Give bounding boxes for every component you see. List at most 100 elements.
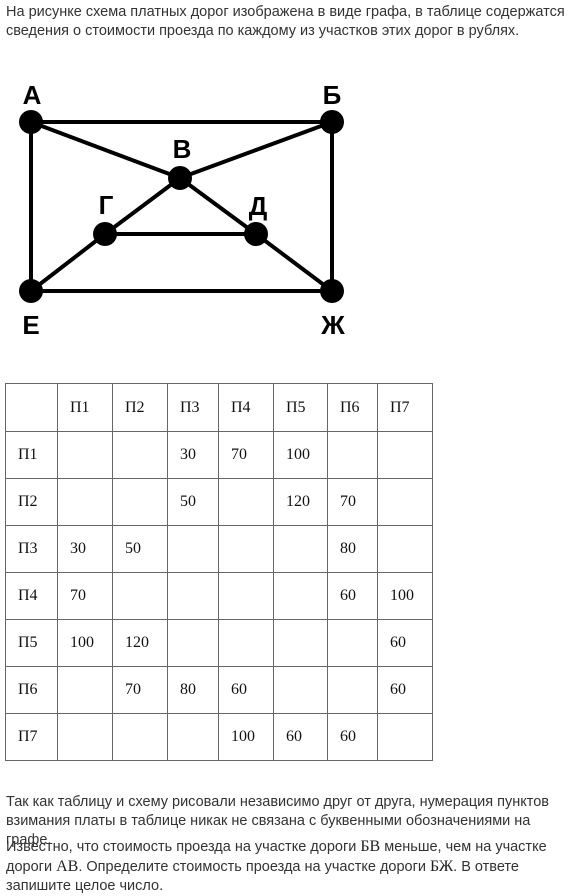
row-header: П5 (5, 619, 58, 667)
cost-cell (218, 478, 274, 526)
row-header: П1 (5, 431, 58, 479)
vertex-G (93, 222, 117, 246)
cost-cell (218, 619, 274, 667)
cost-cell: 100 (57, 619, 113, 667)
vertex-D (244, 222, 268, 246)
row-header: П6 (5, 666, 58, 714)
cost-cell (218, 525, 274, 573)
row-header: П2 (5, 478, 58, 526)
column-header: П1 (57, 383, 113, 432)
cost-cell: 30 (167, 431, 219, 479)
vertex-label-ZH: Ж (320, 310, 345, 340)
cost-cell (327, 431, 378, 479)
column-header: П4 (218, 383, 274, 432)
cost-cell: 120 (112, 619, 168, 667)
road-label-av: АВ (56, 858, 79, 875)
vertex-label-E: Е (22, 310, 39, 340)
cost-cell (273, 572, 328, 620)
road-label-bzh: БЖ (430, 858, 454, 875)
intro-text: На рисунке схема платных дорог изображен… (6, 4, 565, 39)
cost-cell: 100 (377, 572, 433, 620)
question-text: Известно, что стоимость проезда на участ… (6, 837, 566, 896)
cost-cell: 60 (377, 619, 433, 667)
cost-cell: 60 (377, 666, 433, 714)
cost-cell: 70 (112, 666, 168, 714)
edge-D-ZH (254, 232, 334, 293)
cost-cell: 60 (327, 572, 378, 620)
road-label-bv: БВ (360, 838, 381, 855)
edge-B-V (178, 120, 334, 180)
vertex-label-G: Г (99, 190, 114, 220)
cost-cell: 60 (327, 713, 378, 761)
column-header: П6 (327, 383, 378, 432)
cost-cell (167, 572, 219, 620)
question-part-2: меньше, чем на участке дороги (6, 839, 547, 875)
column-header: П3 (167, 383, 219, 432)
cost-cell (112, 478, 168, 526)
vertex-label-D: Д (249, 191, 268, 221)
vertex-B (320, 110, 344, 134)
cost-cell: 60 (273, 713, 328, 761)
cost-cell (327, 619, 378, 667)
table-corner-cell (5, 383, 58, 432)
cost-cell (377, 478, 433, 526)
vertex-A (19, 110, 43, 134)
edge-V-G (103, 176, 182, 236)
cost-cell (112, 713, 168, 761)
question-part-1: Известно, что стоимость проезда на участ… (6, 839, 361, 855)
cost-cell (167, 713, 219, 761)
cost-cell: 50 (112, 525, 168, 573)
vertex-E (19, 279, 43, 303)
vertex-label-B: Б (323, 80, 342, 110)
cost-cell: 70 (57, 572, 113, 620)
row-header: П4 (5, 572, 58, 620)
cost-cell: 70 (327, 478, 378, 526)
vertex-label-A: А (23, 80, 42, 110)
numbering-note: Так как таблицу и схему рисовали независ… (6, 794, 549, 848)
edge-G-E (29, 232, 107, 293)
cost-cell: 80 (327, 525, 378, 573)
road-graph: А Б В Г Д Е Ж (19, 80, 345, 340)
cost-cell (57, 431, 113, 479)
vertex-label-V: В (173, 134, 192, 164)
cost-cell (57, 666, 113, 714)
cost-cell: 70 (218, 431, 274, 479)
cost-cell (377, 431, 433, 479)
cost-cell: 80 (167, 666, 219, 714)
cost-cell (377, 525, 433, 573)
column-header: П5 (273, 383, 328, 432)
question-part-4: . В ответе запишите целое число. (6, 859, 519, 894)
cost-cell: 30 (57, 525, 113, 573)
edge-V-D (178, 176, 258, 236)
cost-cell (273, 619, 328, 667)
cost-cell (167, 525, 219, 573)
column-header: П2 (112, 383, 168, 432)
question-part-3: . Определите стоимость проезда на участк… (78, 859, 431, 875)
cost-cell: 100 (273, 431, 328, 479)
cost-cell (57, 478, 113, 526)
vertex-ZH (320, 279, 344, 303)
cost-cell (273, 525, 328, 573)
column-header: П7 (377, 383, 433, 432)
cost-cell (273, 666, 328, 714)
cost-cell (112, 431, 168, 479)
row-header: П7 (5, 713, 58, 761)
row-header: П3 (5, 525, 58, 573)
cost-cell (218, 572, 274, 620)
cost-cell (112, 572, 168, 620)
cost-cell: 50 (167, 478, 219, 526)
cost-cell: 120 (273, 478, 328, 526)
cost-cell: 60 (218, 666, 274, 714)
cost-cell (167, 619, 219, 667)
vertex-V (168, 166, 192, 190)
